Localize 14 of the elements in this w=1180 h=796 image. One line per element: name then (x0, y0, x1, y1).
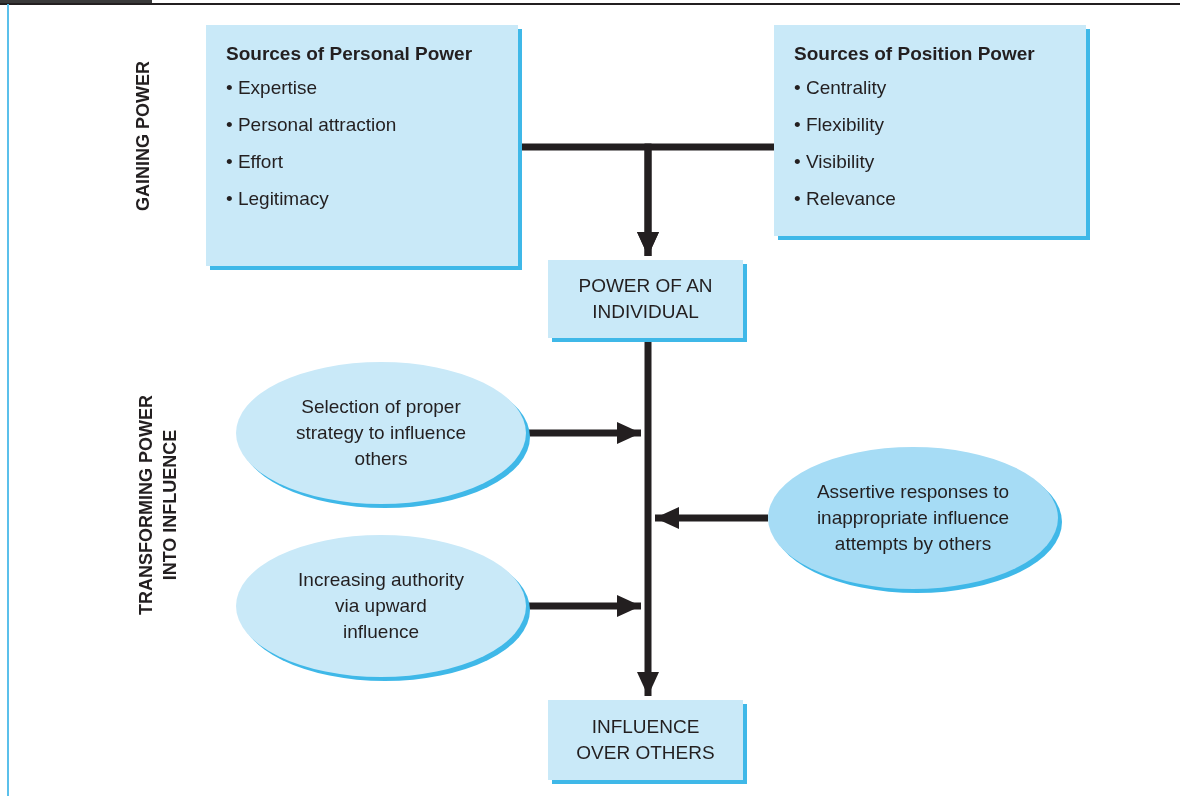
section-label: GAINING POWER (132, 60, 154, 213)
section-label: TRANSFORMING POWER INTO INFLUENCE (134, 394, 180, 617)
list-item: • Expertise (226, 76, 319, 100)
list-item: • Effort (226, 150, 284, 174)
box-heading: Sources of Position Power (794, 42, 1036, 66)
node-text: INFLUENCE OVER OTHERS (575, 715, 716, 765)
box-heading: Sources of Personal Power (226, 42, 474, 66)
node-text: POWER OF AN INDIVIDUAL (577, 274, 714, 324)
list-item: • Relevance (794, 187, 897, 211)
list-item: • Centrality (794, 76, 888, 100)
list-item: • Personal attraction (226, 113, 398, 137)
list-item: • Visibility (794, 150, 876, 174)
list-item: • Legitimacy (226, 187, 330, 211)
list-item: • Flexibility (794, 113, 886, 137)
